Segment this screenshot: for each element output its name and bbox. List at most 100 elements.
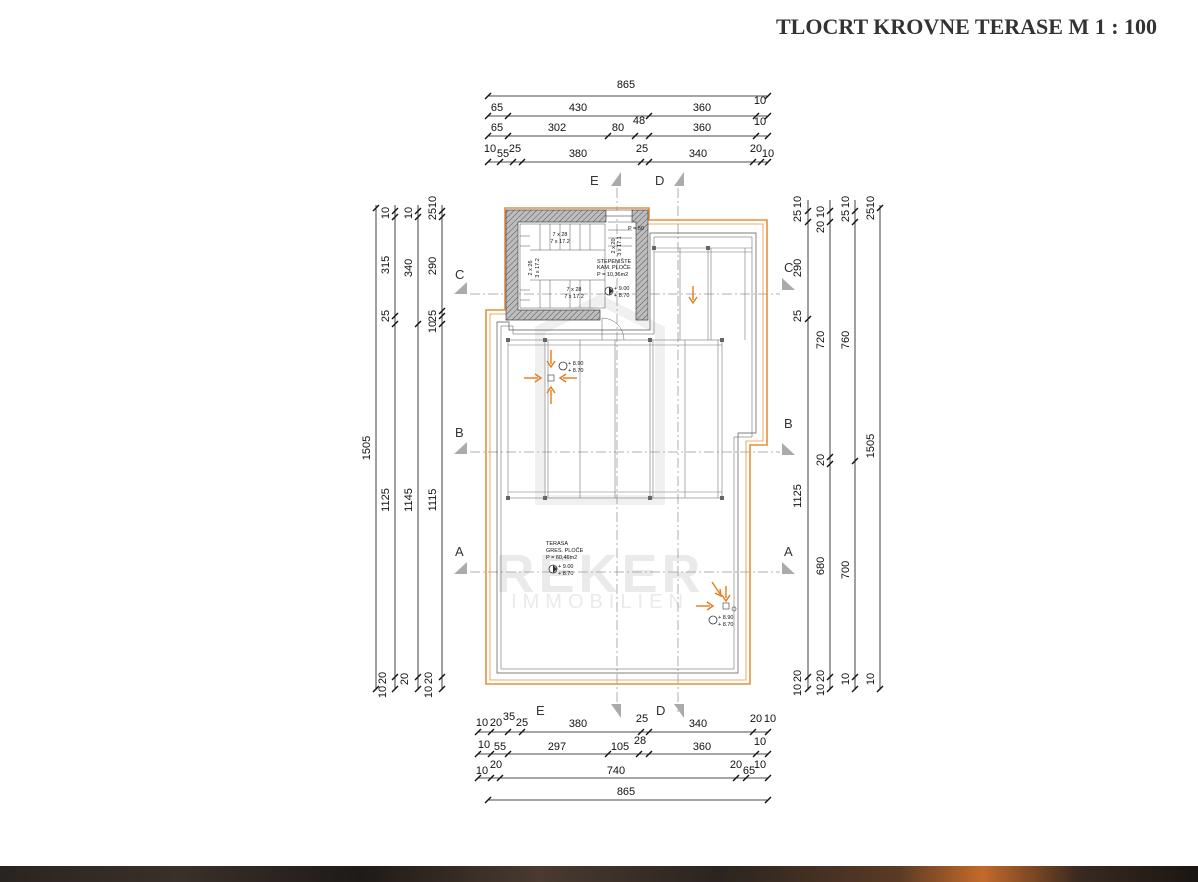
dimension-label: 2 x 26 xyxy=(528,261,534,276)
dimension-label: 20 xyxy=(815,221,827,233)
section-label-a-left: A xyxy=(455,544,464,559)
stair-area: P = 10,36m2 xyxy=(597,272,628,278)
section-lines xyxy=(470,188,780,712)
level-marker-icon xyxy=(708,615,718,625)
stair-core: 7 x 28 7 x 17.2 2 x 26 3 x 17.2 7 x 28 7… xyxy=(505,209,649,341)
dimension-label: 302 xyxy=(548,122,566,134)
dimension-label: 10 xyxy=(865,673,877,685)
dimension-label: + 8.70 xyxy=(558,571,573,577)
dimension-label: 20 xyxy=(490,759,502,771)
dimension-label: 65 xyxy=(743,765,755,777)
watermark: REKER IMMOBILIEN xyxy=(495,294,701,613)
watermark-sub: IMMOBILIEN xyxy=(511,591,689,613)
section-label-a-right: A xyxy=(784,544,793,559)
dimension-label: 35 xyxy=(503,711,515,723)
section-arrow-icon xyxy=(611,172,621,186)
dimension-label: + 8.90 xyxy=(718,615,733,621)
dimension-label: 20 xyxy=(815,670,827,682)
section-label-d-top: D xyxy=(655,173,664,188)
dimension-label: 1115 xyxy=(427,489,439,512)
dimension-label: 10 xyxy=(815,206,827,218)
dimension-label: 760 xyxy=(840,331,852,349)
level-marker-icon xyxy=(558,361,568,371)
dimension-label: 25 xyxy=(792,310,804,322)
dimension-label: 7 x 28 xyxy=(553,232,568,238)
right-dimension-labels: 25 10 290 25 1125 10 20 20 10 720 20 680… xyxy=(792,196,877,696)
dimension-label: 290 xyxy=(792,259,804,277)
left-dimensions xyxy=(372,204,446,693)
section-arrow-icon xyxy=(674,172,684,186)
terrace-room-name: TERASA xyxy=(546,541,568,547)
slope-arrow-icon xyxy=(688,286,698,305)
dimension-label: 360 xyxy=(693,102,711,114)
dimension-label: 25 xyxy=(840,210,852,222)
dimension-label: 740 xyxy=(607,765,625,777)
dimension-label: 1145 xyxy=(403,488,415,512)
dimension-label: 7 x 17.2 xyxy=(550,239,570,245)
section-label-e-bottom: E xyxy=(536,703,545,718)
slope-arrow-icon xyxy=(546,385,556,404)
dimension-label: 340 xyxy=(689,718,707,730)
dimension-label: 10 xyxy=(754,759,766,771)
dimension-label: 340 xyxy=(689,148,707,160)
dimension-label: 10 xyxy=(840,673,852,685)
section-label-e-top: E xyxy=(590,173,599,188)
dimension-label: 1125 xyxy=(380,488,392,512)
dimension-label: 7 x 28 xyxy=(567,287,582,293)
dimension-label: 430 xyxy=(569,102,587,114)
section-label-c-right: C xyxy=(784,260,793,275)
section-label-b-right: B xyxy=(784,416,793,431)
dimension-label: 20 xyxy=(750,713,762,725)
dimension-label: + 8.70 xyxy=(614,293,629,299)
dimension-label: 290 xyxy=(427,257,439,275)
dimension-label: 10 xyxy=(403,207,415,219)
dimension-label: 10 xyxy=(427,196,439,208)
dimension-label: 20 xyxy=(730,759,742,771)
dimension-label: 10 xyxy=(792,196,804,208)
section-label-b-left: B xyxy=(455,425,464,440)
dimension-label: 10 xyxy=(764,713,776,725)
dimension-label: 10 xyxy=(865,196,877,208)
dimension-label: 10 xyxy=(754,736,766,748)
dimension-label: 55 xyxy=(494,741,506,753)
dimension-label: 10 xyxy=(484,143,496,155)
dimension-label: KAM. PLOČE xyxy=(597,264,631,271)
plan-title: TLOCRT KROVNE TERASE M 1 : 100 xyxy=(776,14,1158,39)
dimension-label: 10 xyxy=(476,717,488,729)
dimension-label: 700 xyxy=(840,561,852,579)
slope-arrow-icon xyxy=(524,373,543,383)
dimension-label: 25 xyxy=(636,143,648,155)
dimension-label: 10 xyxy=(792,684,804,696)
dimension-label: 20 xyxy=(423,672,435,684)
dimension-label: 25 xyxy=(380,310,392,322)
dimension-label: 28 xyxy=(634,735,646,747)
dimension-label: 680 xyxy=(815,557,827,575)
section-label-d-bottom: D xyxy=(656,703,665,718)
section-label-c-left: C xyxy=(455,267,464,282)
dimension-label: 1505 xyxy=(361,436,373,460)
dimension-label: 2 x 20 xyxy=(611,239,617,254)
section-markers: E D E D C B A C B A xyxy=(454,172,795,718)
dimension-label: 25 xyxy=(509,143,521,155)
dimension-label: 3 x 17.1 xyxy=(617,236,623,256)
dim-bottom-total: 865 xyxy=(617,786,635,798)
right-dimensions xyxy=(804,200,884,693)
dimension-label: 360 xyxy=(693,741,711,753)
drain-icon xyxy=(722,602,730,610)
drainage xyxy=(524,286,731,611)
dimension-label: 20 xyxy=(815,454,827,466)
dimension-label: 10 xyxy=(380,207,392,219)
bottom-dimensions xyxy=(474,728,772,804)
section-arrow-icon xyxy=(611,704,621,718)
dimension-label: 25 xyxy=(865,208,877,220)
dimension-label: 25 xyxy=(427,208,439,220)
dimension-label: 10 xyxy=(762,148,774,160)
dimension-label: 20 xyxy=(377,672,389,684)
dimension-label: 20 xyxy=(399,673,411,685)
dimension-label: 380 xyxy=(569,148,587,160)
dimension-label: 1505 xyxy=(865,434,877,458)
stair-room-name: STEPENIŠTE xyxy=(597,258,632,265)
terrace-area: P = 60,46m2 xyxy=(546,555,577,561)
bottom-dimension-labels: 10 20 35 25 380 25 340 20 10 10 55 297 1… xyxy=(476,711,776,798)
dimension-label: 10 xyxy=(427,321,439,333)
